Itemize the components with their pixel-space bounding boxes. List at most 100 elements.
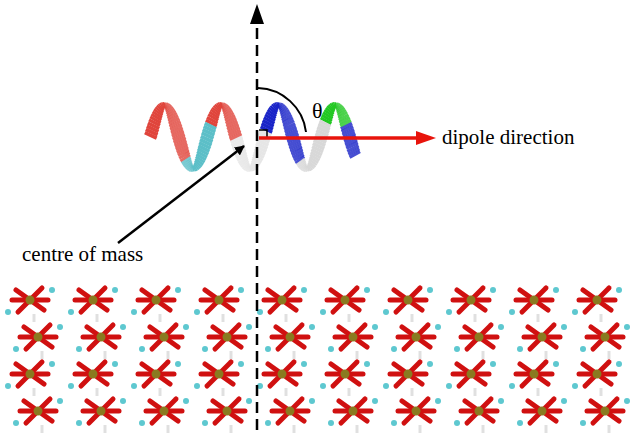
h-atom (194, 383, 200, 389)
metal-atom (223, 407, 232, 416)
h-atom (517, 346, 523, 352)
ribbon-segment (256, 159, 258, 161)
crystal-unit (454, 398, 504, 433)
ribbon-segment (210, 125, 212, 128)
bond (222, 314, 225, 322)
crystal-unit (13, 324, 63, 359)
ribbon-segment (172, 117, 174, 120)
h-atom (561, 324, 567, 330)
h-atom (572, 309, 578, 315)
metal-atom (601, 407, 610, 416)
ribbon-segment (335, 102, 337, 108)
ribbon-segment (347, 128, 349, 131)
ribbon-segment (227, 112, 229, 114)
bond (230, 351, 233, 359)
ribbon-segment (305, 165, 307, 172)
bond (293, 351, 296, 359)
h-atom (238, 361, 244, 367)
ribbon-segment (152, 127, 154, 130)
dipole-arrowhead (416, 131, 436, 145)
h-atom (131, 383, 137, 389)
h-atom (320, 309, 326, 315)
h-atom (13, 346, 19, 352)
ribbon-segment (171, 112, 173, 114)
ribbon-segment (228, 114, 230, 116)
ribbon-segment (324, 122, 326, 125)
ribbon-segment (235, 135, 237, 138)
bond (356, 351, 359, 359)
ribbon-segment (174, 123, 176, 126)
h-atom (139, 420, 145, 426)
crystal-unit (131, 287, 181, 322)
ribbon-segment (212, 116, 214, 119)
h-atom (131, 309, 137, 315)
ribbon-segment (294, 144, 296, 147)
surface-normal (256, 20, 259, 430)
h-atom (364, 361, 370, 367)
crystal-unit (391, 324, 441, 359)
h-atom (454, 346, 460, 352)
crystal-unit (320, 287, 370, 322)
crystal-unit (509, 287, 559, 322)
ribbon-segment (289, 125, 291, 128)
ribbon-segment (336, 102, 338, 109)
ribbon-segment (151, 130, 153, 133)
ribbon-segment (238, 145, 240, 148)
bond (33, 388, 36, 396)
h-atom (238, 287, 244, 293)
ribbon-segment (288, 122, 290, 125)
normal-arrowhead (250, 4, 264, 24)
ribbon-segment (233, 128, 235, 131)
h-atom (517, 420, 523, 426)
ribbon-segment (294, 141, 296, 144)
ribbon-segment (208, 131, 210, 134)
h-atom (265, 346, 271, 352)
ribbon-segment (284, 112, 286, 114)
h-atom (364, 287, 370, 293)
ribbon-segment (223, 102, 225, 109)
crystal-unit (76, 398, 126, 433)
bond (348, 314, 351, 322)
ribbon-segment (298, 156, 300, 159)
ribbon-segment (280, 102, 282, 109)
metal-atom (26, 370, 35, 379)
ribbon-segment (166, 102, 168, 109)
h-atom (5, 383, 11, 389)
ribbon-segment (285, 114, 287, 116)
ribbon-segment (341, 112, 343, 114)
metal-atom (223, 333, 232, 342)
ribbon-segment (229, 117, 231, 120)
h-atom (246, 324, 252, 330)
bond (419, 425, 422, 433)
ribbon-segment (184, 154, 186, 157)
crystal-unit (68, 361, 118, 396)
bond (608, 351, 611, 359)
ribbon-segment (205, 141, 207, 144)
h-atom (498, 398, 504, 404)
h-atom (309, 324, 315, 330)
ribbon-segment (180, 142, 182, 145)
metal-atom (404, 296, 413, 305)
crystal-unit (5, 287, 55, 322)
ribbon-segment (337, 102, 339, 110)
h-atom (301, 287, 307, 293)
ribbon-segment (189, 167, 191, 168)
ribbon-segment (353, 150, 355, 153)
ribbon-segment (323, 125, 325, 128)
ribbon-segment (328, 112, 330, 114)
h-atom (5, 309, 11, 315)
ribbon-segment (267, 122, 269, 125)
ribbon-segment (327, 114, 329, 116)
h-atom (68, 309, 74, 315)
bond (600, 388, 603, 396)
h-atom (76, 420, 82, 426)
metal-atom (412, 407, 421, 416)
crystal-unit (580, 324, 630, 359)
ribbon-segment (241, 156, 243, 159)
ribbon-segment (222, 102, 224, 108)
ribbon-segment (286, 116, 288, 119)
ribbon-segment (287, 119, 289, 122)
crystal-unit (446, 287, 496, 322)
h-atom (13, 420, 19, 426)
